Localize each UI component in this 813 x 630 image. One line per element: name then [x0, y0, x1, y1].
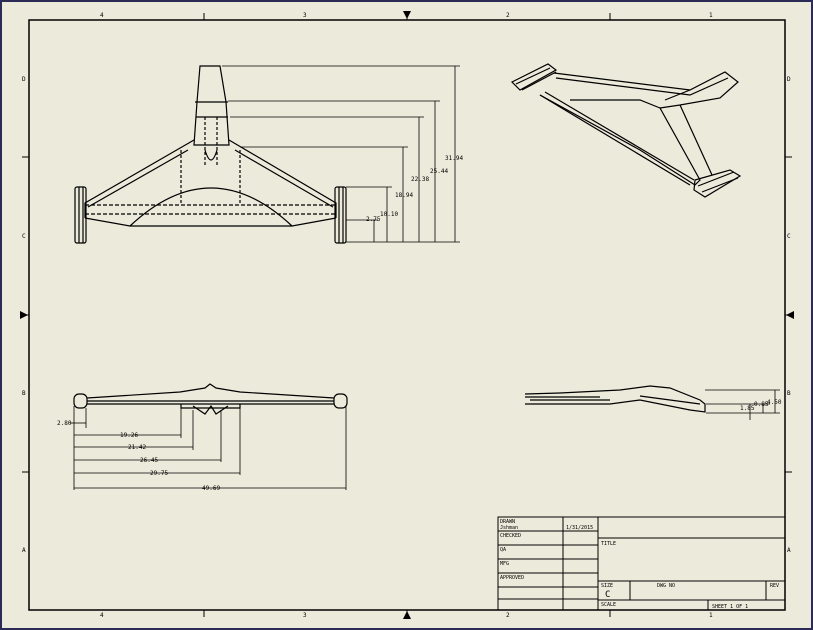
rev-label: REV: [770, 583, 779, 589]
drawn-date: 1/31/2015: [566, 525, 593, 531]
zone-bottom-3: 3: [303, 612, 307, 619]
dim-top-19-26: 19.26: [120, 432, 138, 439]
front-view: [74, 65, 347, 244]
sheet-label: SHEET 1 OF 1: [712, 604, 748, 610]
zone-top-3: 3: [303, 12, 307, 19]
dim-top-49-69: 49.69: [202, 485, 220, 492]
zone-bottom-1: 1: [709, 612, 713, 619]
side-view-dimensions: [705, 389, 780, 420]
dim-top-29-75: 29.75: [150, 470, 168, 477]
mfg-label: MFG: [500, 561, 509, 567]
zone-top-2: 2: [506, 12, 510, 19]
centering-arrows: [20, 11, 794, 619]
zone-left-b: B: [22, 390, 26, 397]
title-label: TITLE: [601, 541, 616, 547]
dim-front-25-44: 25.44: [430, 168, 448, 175]
scale-label: SCALE: [601, 602, 616, 608]
dim-side-4-50: 4.50: [767, 399, 782, 406]
dwg-no-label: DWG NO: [657, 583, 675, 589]
dim-side-1-85: 1.85: [740, 405, 755, 412]
side-view: [524, 385, 706, 413]
qa-label: QA: [500, 547, 506, 553]
dim-top-2-80: 2.80: [57, 420, 72, 427]
size-label: SIZE: [601, 583, 613, 589]
dim-top-26-45: 26.45: [140, 457, 158, 464]
dim-front-2-75: 2.75: [366, 216, 381, 223]
dim-front-18-94: 18.94: [395, 192, 413, 199]
dim-front-10-10: 10.10: [380, 211, 398, 218]
dim-side-0-85: 0.85: [754, 401, 769, 408]
zone-left-a: A: [22, 547, 26, 554]
dim-front-22-38: 22.38: [411, 176, 429, 183]
dim-front-31-94: 31.94: [445, 155, 463, 162]
zone-left-d: D: [22, 76, 26, 83]
drawn-by: Jshman: [500, 525, 518, 531]
zone-bottom-2: 2: [506, 612, 510, 619]
zone-bottom-4: 4: [100, 612, 104, 619]
zone-right-c: C: [787, 233, 791, 240]
top-view: [73, 383, 348, 415]
size-value: C: [605, 590, 610, 600]
zone-left-c: C: [22, 233, 26, 240]
zone-right-a: A: [787, 547, 791, 554]
drawn-label: DRAWN: [500, 519, 515, 525]
dim-top-21-42: 21.42: [128, 444, 146, 451]
zone-top-4: 4: [100, 12, 104, 19]
isometric-view: [510, 63, 742, 198]
zone-top-1: 1: [709, 12, 713, 19]
front-view-dimensions: [222, 65, 460, 243]
checked-label: CHECKED: [500, 533, 521, 539]
approved-label: APPROVED: [500, 575, 524, 581]
zone-right-b: B: [787, 390, 791, 397]
title-block: [497, 516, 786, 611]
top-view-dimensions: [70, 406, 347, 490]
zone-right-d: D: [787, 76, 791, 83]
